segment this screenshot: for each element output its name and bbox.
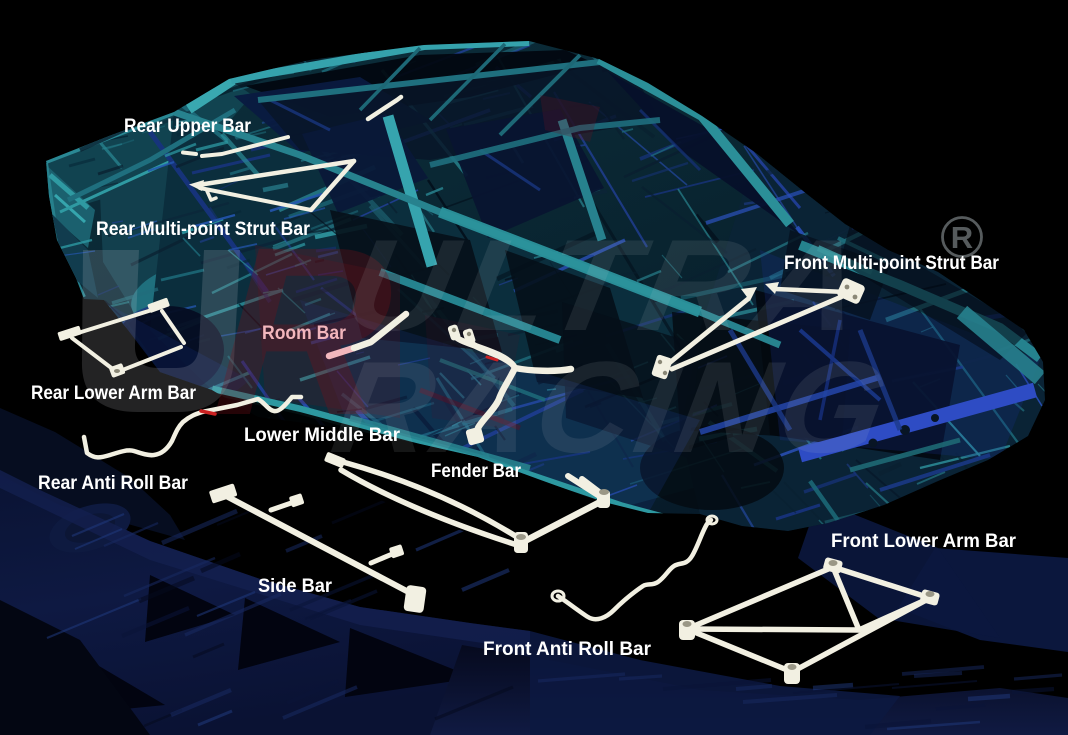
- svg-text:Rear Upper Bar: Rear Upper Bar: [124, 115, 251, 137]
- svg-text:ULTRA: ULTRA: [335, 212, 881, 358]
- svg-text:Room Bar: Room Bar: [262, 322, 346, 344]
- svg-text:Fender Bar: Fender Bar: [431, 460, 521, 482]
- svg-text:Front Anti Roll Bar: Front Anti Roll Bar: [483, 638, 651, 660]
- svg-text:Rear Lower Arm Bar: Rear Lower Arm Bar: [31, 382, 196, 404]
- svg-text:R: R: [951, 220, 973, 255]
- svg-text:Lower Middle Bar: Lower Middle Bar: [244, 424, 400, 446]
- svg-text:Rear Multi-point Strut Bar: Rear Multi-point Strut Bar: [96, 218, 310, 240]
- svg-text:Front Lower Arm Bar: Front Lower Arm Bar: [831, 530, 1016, 552]
- svg-text:R: R: [207, 196, 399, 465]
- svg-text:Rear Anti Roll Bar: Rear Anti Roll Bar: [38, 472, 188, 494]
- svg-text:Front Multi-point Strut Bar: Front Multi-point Strut Bar: [784, 252, 999, 274]
- svg-text:Side Bar: Side Bar: [258, 575, 332, 597]
- svg-text:RACING: RACING: [323, 334, 901, 480]
